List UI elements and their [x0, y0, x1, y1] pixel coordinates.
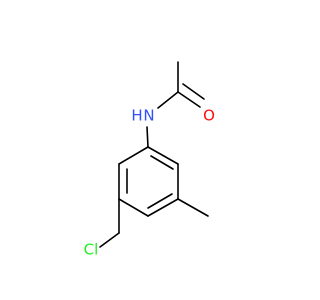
nitrogen-label: N: [143, 107, 154, 125]
ring-bond-3-inner: [147, 193, 173, 209]
ring-bond-1: [147, 146, 179, 165]
ring-bond-3: [147, 198, 179, 217]
bond-ring-methyl: [177, 198, 209, 217]
ring-bond-1-inner: [150, 155, 174, 170]
bond-nitrogen-ring: [146, 126, 149, 148]
bond-carbonyl-oxygen-2: [182, 83, 205, 100]
bond-carbonyl-oxygen-1: [177, 91, 201, 108]
ring-bond-6: [118, 146, 149, 165]
oxygen-label: O: [203, 107, 215, 125]
bond-carbonyl-nitrogen: [157, 91, 179, 109]
molecule-structure: O N H Cl: [84, 61, 215, 259]
ring-bond-4: [118, 198, 149, 217]
bond-ch2-chlorine: [99, 232, 120, 248]
chlorine-label: Cl: [84, 241, 99, 259]
hydrogen-label: H: [131, 107, 142, 125]
